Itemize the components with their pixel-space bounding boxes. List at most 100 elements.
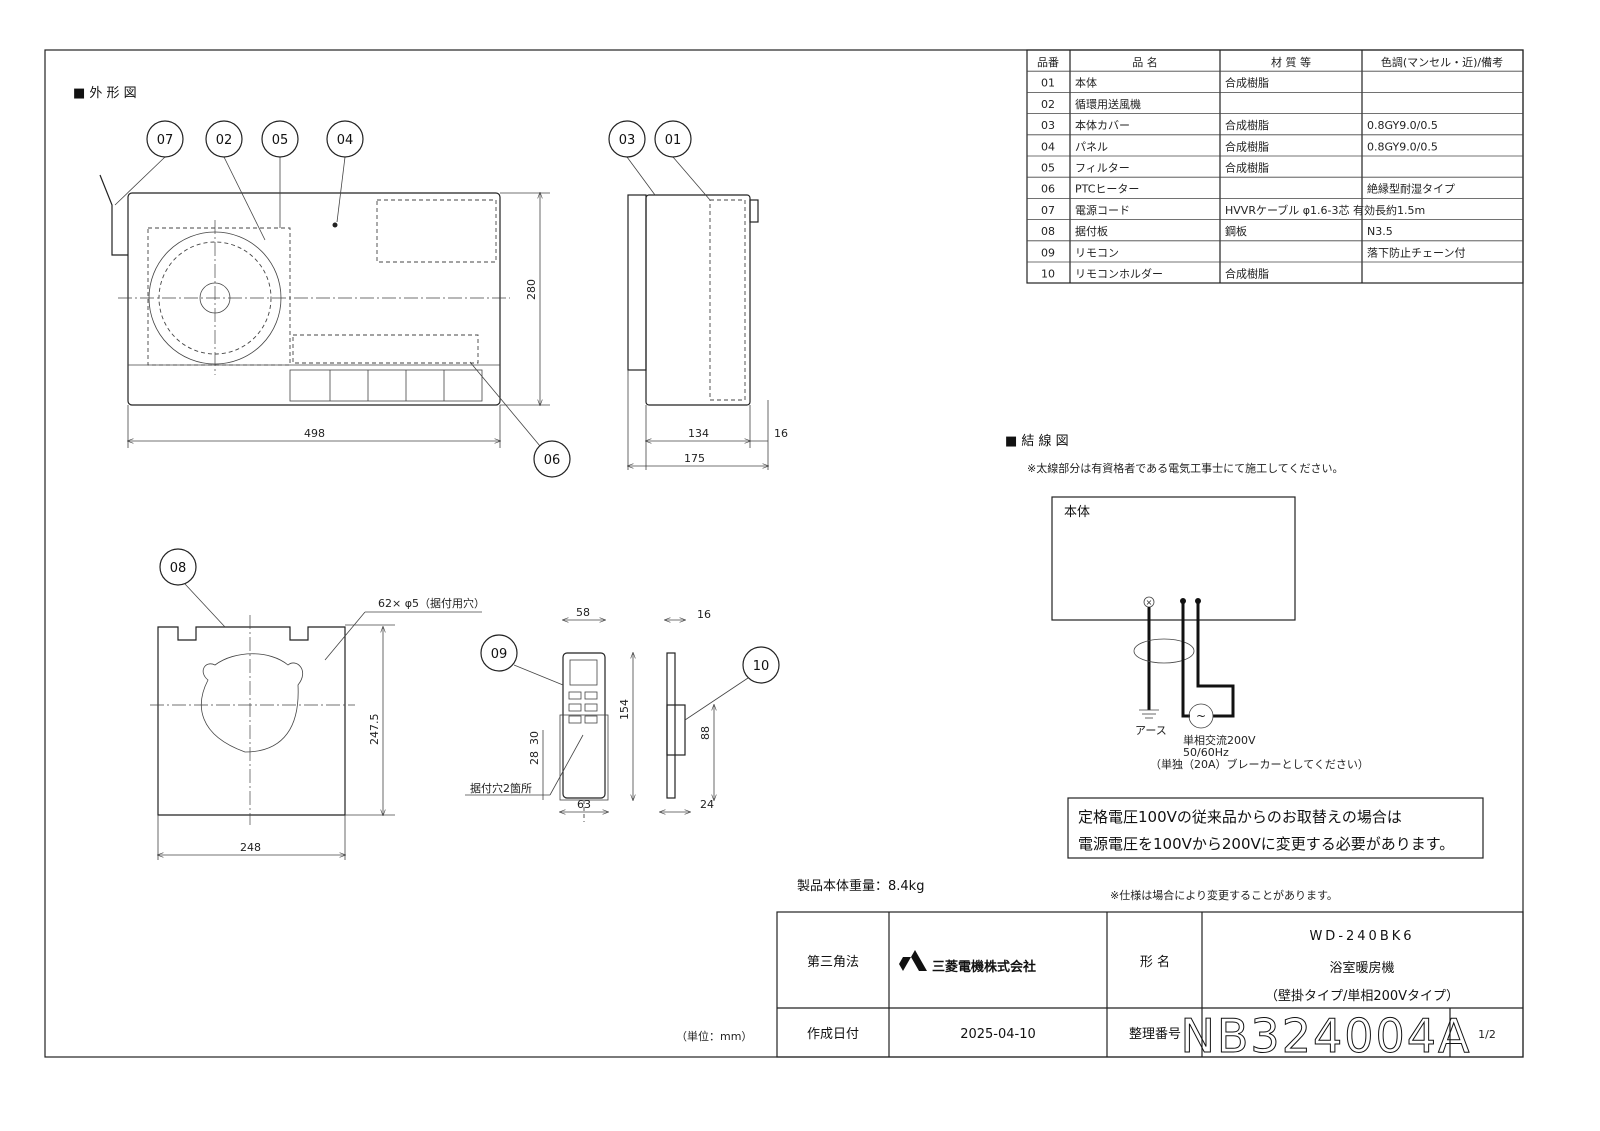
wiring-body-label: 本体 (1064, 505, 1090, 520)
callout-03: 03 (619, 133, 636, 148)
product-weight: 製品本体重量：8.4kg (797, 878, 924, 894)
svg-text:~: ~ (1196, 709, 1206, 723)
parts-table-cell: 10 (1041, 268, 1055, 281)
front-view: 280 498 (99, 174, 550, 448)
dim-remote-depth: 16 (697, 608, 711, 621)
parts-table-cell: 05 (1041, 162, 1055, 175)
callout-07: 07 (157, 133, 174, 148)
power-spec-2: 50/60Hz (1183, 746, 1229, 759)
parts-table-header: 材 質 等 (1271, 55, 1311, 69)
parts-table-cell: 06 (1041, 183, 1055, 196)
parts-table-cell: 本体 (1075, 76, 1097, 90)
dim-depth: 134 (688, 427, 709, 440)
holder-holes-note: 据付穴2箇所 (470, 781, 532, 795)
outline-section-title: ■ 外 形 図 (73, 86, 137, 101)
parts-table-cell: パネル (1075, 140, 1108, 153)
wiring-note: ※太線部分は有資格者である電気工事士にて施工してください。 (1027, 461, 1343, 475)
parts-table-cell: 据付板 (1075, 224, 1108, 238)
parts-table-cell: N3.5 (1367, 225, 1393, 238)
dim-flange: 16 (774, 427, 788, 440)
power-spec-3: （単独（20A）ブレーカーとしてください） (1150, 757, 1369, 771)
parts-table-cell: 07 (1041, 204, 1055, 217)
side-view: 134 16 175 (628, 194, 788, 470)
dim-plate-height: 247.5 (368, 714, 381, 746)
replacement-note-line2: 電源電圧を100Vから200Vに変更する必要があります。 (1078, 835, 1454, 853)
dim-remote-height: 154 (618, 699, 631, 720)
callout-08: 08 (170, 561, 187, 576)
callout-05: 05 (272, 133, 289, 148)
parts-table-cell: 02 (1041, 98, 1055, 111)
dim-hole-28: 28 (528, 751, 541, 765)
power-spec-1: 単相交流200V (1183, 733, 1256, 747)
model-label: 形 名 (1140, 954, 1170, 970)
parts-table-cell: HVVRケーブル φ1.6-3芯 有効長約1.5m (1225, 203, 1425, 217)
doc-number-label: 整理番号 (1129, 1027, 1181, 1042)
callout-04: 04 (337, 133, 354, 148)
callout-06: 06 (544, 453, 561, 468)
parts-table-cell: 落下防止チェーン付 (1367, 245, 1465, 259)
dim-holder-width: 63 (577, 798, 591, 811)
callout-09: 09 (491, 647, 508, 662)
date-label: 作成日付 (807, 1027, 859, 1042)
replacement-note-line1: 定格電圧100Vの従来品からのお取替えの場合は (1078, 808, 1402, 826)
spec-change-note: ※仕様は場合により変更することがあります。 (1110, 888, 1338, 902)
parts-table-cell: リモコンホルダー (1075, 267, 1163, 281)
parts-table-cell: 04 (1041, 140, 1055, 153)
dim-plate-width: 248 (240, 841, 261, 854)
earth-label: アース (1135, 724, 1167, 737)
callout-10: 10 (753, 659, 770, 674)
parts-table-cell: 合成樹脂 (1225, 76, 1269, 90)
wiring-diagram: ■ 結 線 図 ※太線部分は有資格者である電気工事士にて施工してください。 本体… (1005, 433, 1369, 771)
callout-01: 01 (665, 133, 682, 148)
mounting-plate-view: 247.5 248 62× φ5（据付用穴） (150, 596, 485, 860)
parts-table-cell: 循環用送風機 (1075, 97, 1141, 111)
parts-table-cell: 鋼板 (1225, 224, 1247, 238)
replacement-note-box: 定格電圧100Vの従来品からのお取替えの場合は 電源電圧を100Vから200Vに… (1067, 797, 1484, 859)
parts-table-cell: 03 (1041, 119, 1055, 132)
parts-table-cell: 0.8GY9.0/0.5 (1367, 119, 1438, 132)
sheet-border (44, 49, 1524, 1058)
projection-method: 第三角法 (807, 955, 859, 970)
dim-height: 280 (525, 279, 538, 300)
parts-table-cell: 0.8GY9.0/0.5 (1367, 140, 1438, 153)
parts-table-cell: 合成樹脂 (1225, 267, 1269, 281)
dim-holder-depth: 24 (700, 798, 714, 811)
parts-table-cell: 合成樹脂 (1225, 161, 1269, 175)
page-number: 1/2 (1478, 1028, 1496, 1041)
unit-note: （単位：mm） (676, 1029, 752, 1043)
dim-remote-width: 58 (576, 606, 590, 619)
parts-table-cell: 合成樹脂 (1225, 118, 1269, 132)
callouts: 07 02 05 04 03 01 06 08 09 10 (114, 120, 780, 721)
dim-width: 498 (304, 427, 325, 440)
parts-table-cell: 本体カバー (1075, 118, 1130, 132)
doc-number: NB324004A (1180, 1009, 1471, 1063)
dim-hole-30: 30 (528, 731, 541, 745)
dim-holder-height: 88 (699, 726, 712, 740)
parts-table-cell: 09 (1041, 246, 1055, 259)
parts-table-header: 品 名 (1132, 55, 1158, 69)
parts-table-cell: 電源コード (1075, 203, 1130, 217)
plate-holes-note: 62× φ5（据付用穴） (378, 596, 485, 610)
wiring-title: ■ 結 線 図 (1005, 433, 1069, 449)
parts-table-header: 色調(マンセル・近)/備考 (1381, 55, 1503, 69)
svg-text:×: × (1146, 598, 1153, 607)
company-name: 三菱電機株式会社 (932, 959, 1036, 975)
title-block: 第三角法 三菱電機株式会社 形 名 WD-240BK6 浴室暖房機 （壁掛タイプ… (776, 911, 1524, 1064)
product-name: 浴室暖房機 (1329, 960, 1394, 976)
model-number: WD-240BK6 (1309, 929, 1414, 944)
parts-table-cell: リモコン (1075, 246, 1119, 259)
callout-02: 02 (216, 133, 233, 148)
product-type: （壁掛タイプ/単相200Vタイプ） (1265, 988, 1459, 1004)
parts-table-header: 品番 (1037, 56, 1059, 69)
creation-date: 2025-04-10 (960, 1027, 1036, 1042)
parts-table-cell: 01 (1041, 77, 1055, 90)
dim-total-depth: 175 (684, 452, 705, 465)
parts-table-cell: PTCヒーター (1075, 183, 1139, 196)
parts-table-cell: 08 (1041, 225, 1055, 238)
mitsubishi-logo-icon (899, 950, 927, 971)
parts-table-cell: 絶縁型耐湿タイプ (1367, 182, 1455, 196)
parts-table-cell: フィルター (1075, 162, 1130, 175)
remote-view: 58 154 30 28 63 据付穴2箇所 16 88 24 (465, 606, 714, 822)
